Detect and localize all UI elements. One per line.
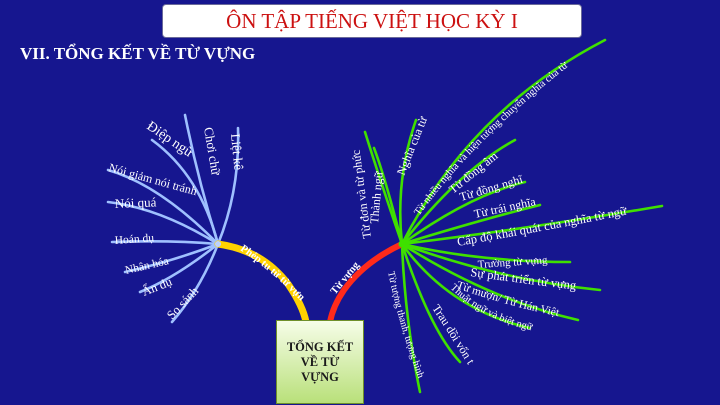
left-leaf-label: Liệt kê bbox=[228, 133, 246, 171]
right-leaf-line bbox=[372, 146, 404, 246]
title-box: ÔN TẬP TIẾNG VIỆT HỌC KỲ I bbox=[162, 4, 582, 38]
center-line-1: TỔNG KẾT bbox=[286, 339, 354, 354]
section-subtitle: VII. TỔNG KẾT VỀ TỪ VỰNG bbox=[20, 44, 256, 63]
slide-title: ÔN TẬP TIẾNG VIỆT HỌC KỲ I bbox=[226, 8, 518, 33]
right-leaf-line bbox=[398, 118, 418, 246]
left-leaf-label: Hoán dụ bbox=[114, 232, 154, 247]
right-hub bbox=[398, 240, 406, 248]
right-leaf-line bbox=[400, 242, 572, 264]
right-leaf-line bbox=[400, 242, 422, 394]
left-hub bbox=[215, 241, 221, 247]
left-leaf-line bbox=[106, 200, 220, 246]
right-leaf-label: Thành ngữ bbox=[367, 171, 386, 225]
left-main-branch bbox=[214, 240, 310, 326]
left-leaf-line bbox=[216, 126, 240, 246]
right-leaf-line bbox=[400, 38, 607, 246]
left-leaf-line bbox=[123, 242, 220, 274]
center-line-3: VỰNG bbox=[301, 369, 339, 384]
left-leaf-label: Ẩn dụ bbox=[140, 274, 175, 299]
left-branch-label: Phép tu từ từ vựng bbox=[0, 0, 307, 303]
left-leaf-line bbox=[170, 242, 220, 324]
right-leaf-line bbox=[400, 242, 602, 292]
right-leaf-line bbox=[400, 180, 527, 246]
left-leaf-line bbox=[110, 240, 220, 246]
center-line-2: VỀ TỪ bbox=[300, 354, 340, 369]
right-leaf-line bbox=[400, 242, 532, 330]
left-leaf-line bbox=[183, 113, 220, 246]
left-leaf-label: Nói quá bbox=[115, 194, 157, 211]
right-leaf-label: Trường từ vựng bbox=[477, 254, 548, 271]
right-main-branch bbox=[327, 241, 405, 325]
left-leaf-label: So sánh bbox=[164, 283, 202, 322]
right-leaf-line bbox=[400, 242, 580, 322]
left-leaf-label: Nhân hóa bbox=[124, 255, 170, 277]
right-leaf-label: Nghĩa của từ bbox=[394, 114, 430, 177]
right-leaf-line bbox=[400, 242, 462, 364]
right-leaf-line bbox=[400, 204, 664, 246]
left-leaf-line bbox=[106, 168, 220, 246]
right-leaf-label: Từ trái nghĩa bbox=[473, 194, 538, 221]
right-leaf-line bbox=[400, 138, 517, 246]
left-leaf-label: Nói giảm nói tránh bbox=[107, 160, 198, 198]
right-leaf-line bbox=[400, 203, 542, 246]
center-topic: TỔNG KẾT VỀ TỪ VỰNG bbox=[276, 320, 364, 404]
left-leaf-line bbox=[138, 242, 220, 294]
left-leaf-label: Chơi chữ bbox=[201, 126, 224, 177]
